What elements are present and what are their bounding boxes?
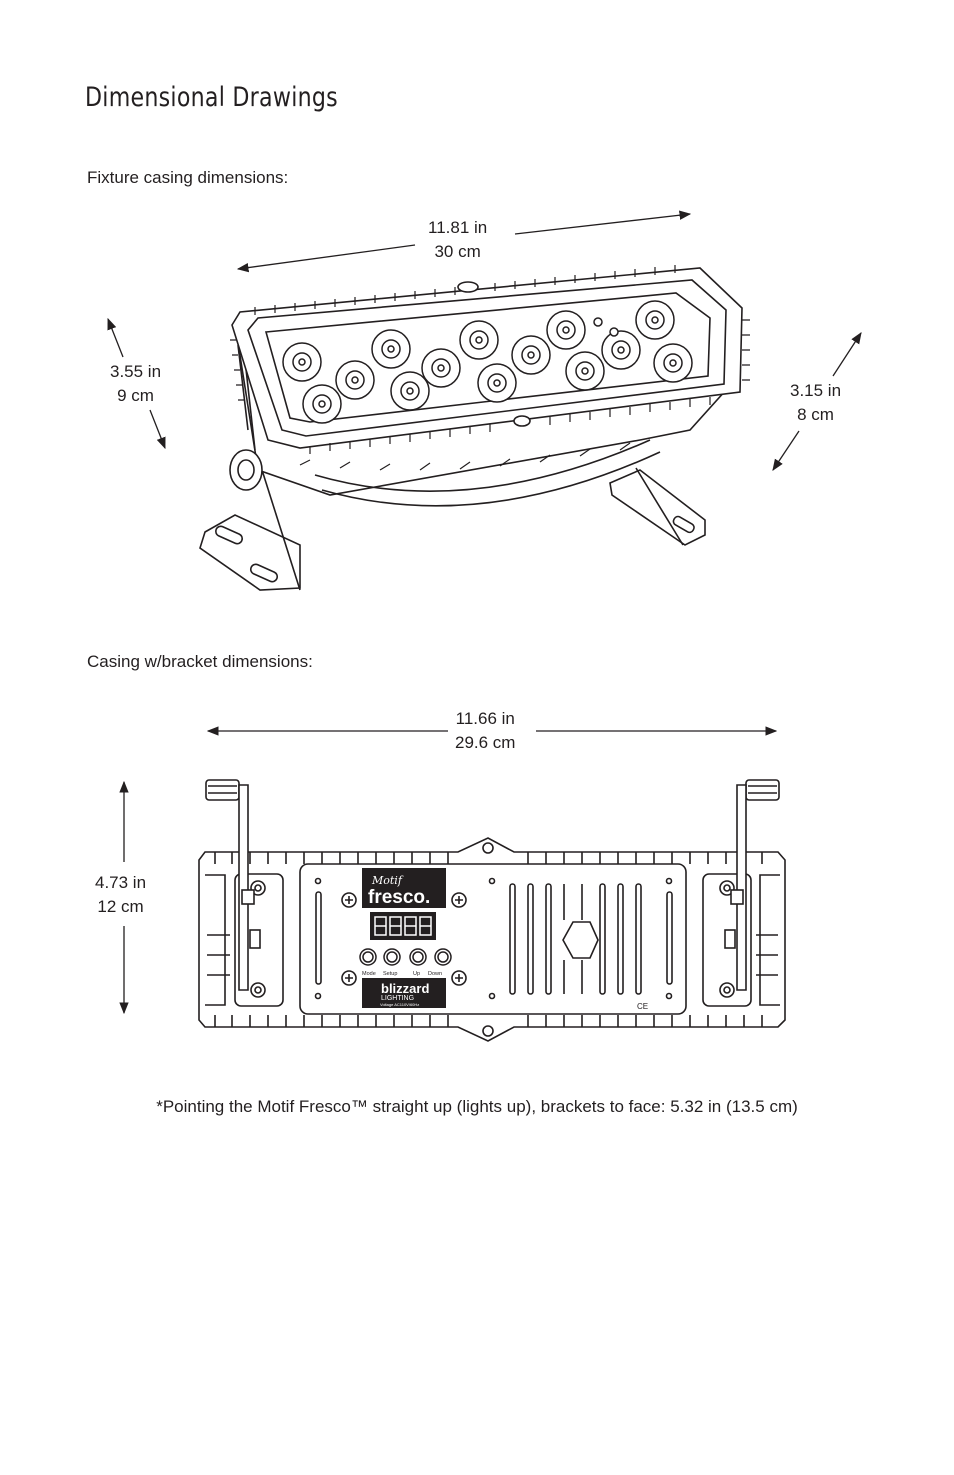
footnote: *Pointing the Motif Fresco™ straight up … [156, 1097, 798, 1116]
height-dimension: 3.55 in 9 cm [110, 360, 161, 408]
fixture-section-label: Fixture casing dimensions: [87, 168, 289, 187]
bracket-section-label: Casing w/bracket dimensions: [87, 652, 313, 671]
frame-fins [230, 265, 750, 471]
depth-dimension: 3.15 in 8 cm [790, 379, 841, 427]
length-cm: 30 cm [434, 242, 481, 261]
length-arrow [236, 210, 692, 273]
ce-mark: CE [637, 1002, 648, 1011]
led-lens [477, 363, 517, 403]
led-lens [421, 348, 461, 388]
bracket-height-in: 4.73 in [95, 873, 147, 892]
height-in: 3.55 in [110, 362, 162, 381]
setup-button-label: Setup [383, 971, 397, 977]
motif-script-logo: Motif [371, 874, 404, 887]
up-button-label: Up [413, 971, 420, 977]
led-lenses [282, 300, 693, 424]
led-lens [302, 384, 342, 424]
led-lens [459, 320, 499, 360]
led-lens [601, 330, 641, 370]
down-button-label: Down [428, 971, 442, 977]
width-cm: 29.6 cm [455, 733, 516, 752]
led-lens [390, 371, 430, 411]
width-in: 11.66 in [455, 709, 515, 728]
height-cm: 9 cm [117, 386, 154, 405]
depth-cm: 8 cm [797, 405, 834, 424]
lighting-logo: LIGHTING [381, 995, 414, 1002]
depth-in: 3.15 in [790, 381, 842, 400]
blizzard-logo: blizzard [381, 981, 429, 996]
led-lens [511, 335, 551, 375]
rear-panel-body [198, 779, 786, 1042]
led-lens [653, 343, 693, 383]
led-lens [635, 300, 675, 340]
led-lens [546, 310, 586, 350]
voltage-label: Voltage AC110V/60Hz [380, 1002, 419, 1007]
led-lens [282, 342, 322, 382]
length-dimension: 11.81 in 30 cm [428, 216, 487, 264]
led-lens [371, 329, 411, 369]
mode-button-label: Mode [362, 971, 376, 977]
width-dimension: 11.66 in 29.6 cm [455, 707, 515, 755]
bracket-height-dimension: 4.73 in 12 cm [95, 871, 146, 919]
length-in: 11.81 in [428, 218, 488, 237]
height-arrow [107, 317, 166, 450]
control-panel: Motif fresco. Mode Setup Up Down blizzar… [359, 868, 648, 1011]
bracket-height-cm: 12 cm [97, 897, 144, 916]
fresco-logo: fresco. [368, 887, 430, 908]
page-title: Dimensional Drawings [85, 82, 338, 113]
led-display [374, 916, 432, 936]
led-lens [335, 360, 375, 400]
depth-arrow [772, 332, 862, 471]
led-lens [565, 351, 605, 391]
